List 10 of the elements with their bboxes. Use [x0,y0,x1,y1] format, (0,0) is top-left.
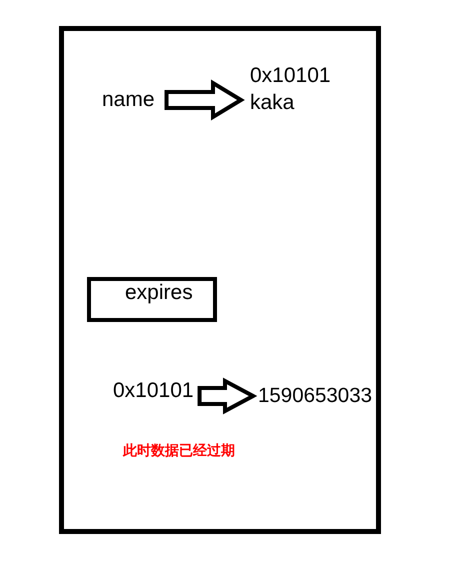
value-label: 0x10101 kaka [250,62,342,116]
key-label: 0x10101 [113,379,194,403]
key-box [87,277,217,322]
frame-box [59,26,381,534]
block-arrow [198,378,258,414]
warning-note: 此时数据已经过期 [123,442,235,461]
block-arrow [164,79,245,121]
box-label: expires [125,281,193,305]
timestamp-label: 1590653033 [258,384,372,408]
key-label: name [102,88,155,112]
